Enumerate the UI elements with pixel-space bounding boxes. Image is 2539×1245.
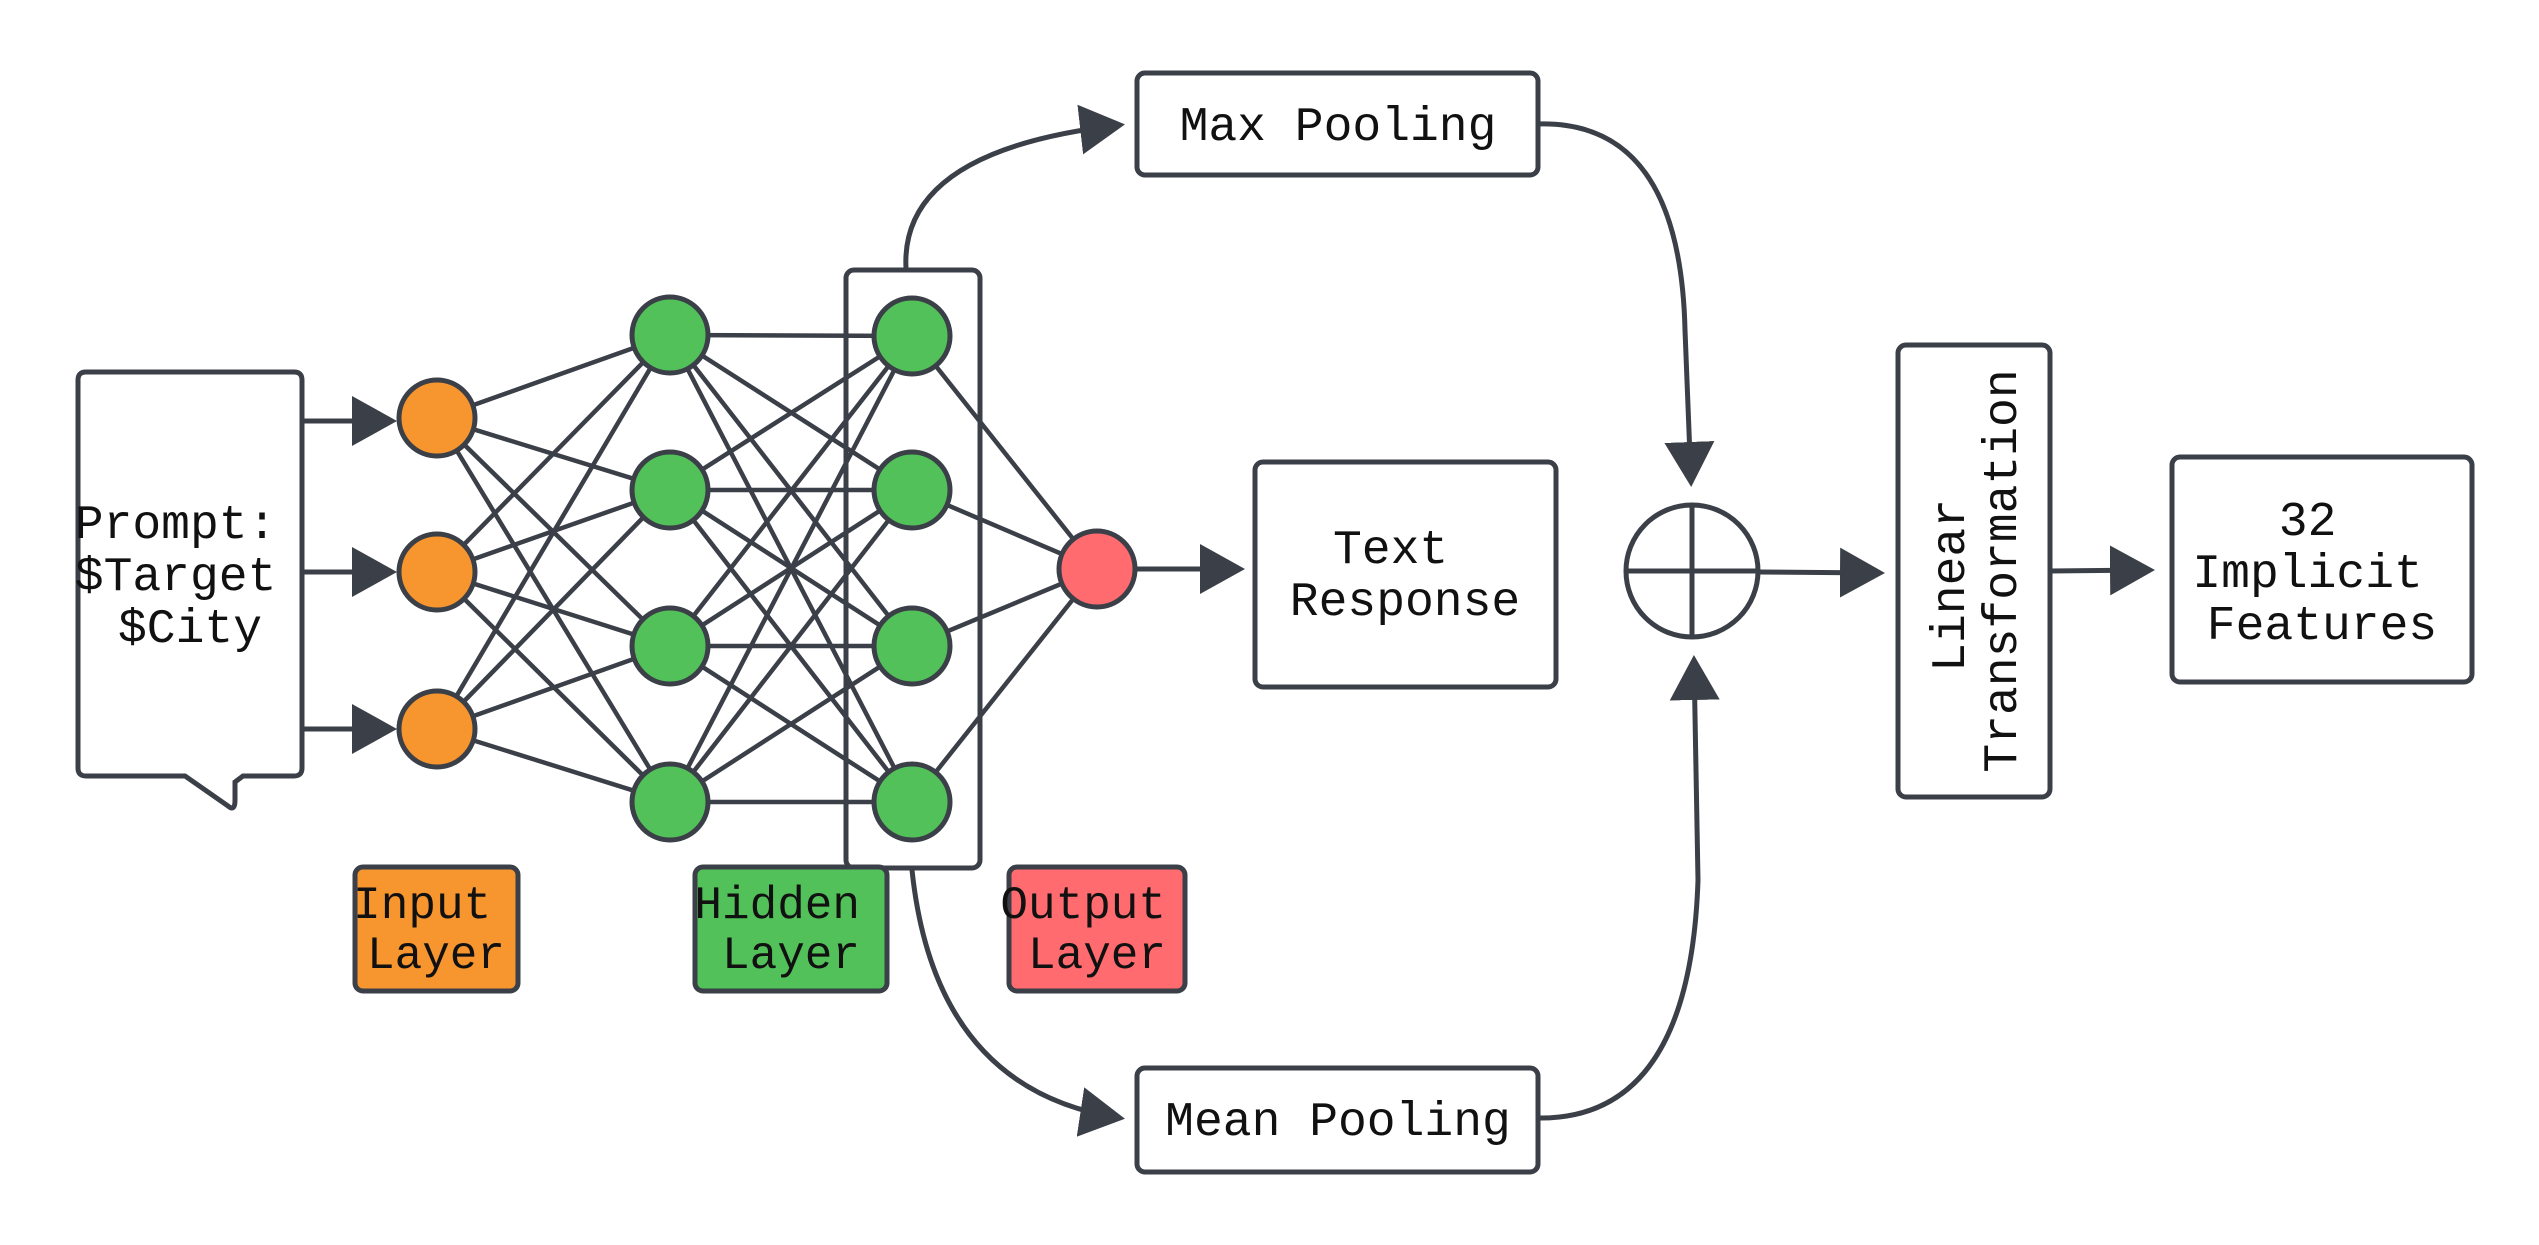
network-connection [910, 334, 1099, 571]
max-pooling-label: Max Pooling [1180, 101, 1497, 155]
legend-input-swatch [352, 864, 521, 994]
legend-input-line: Layer [367, 930, 505, 982]
speech-bubble-icon [75, 369, 305, 811]
to-max-pooling-curve [903, 104, 1125, 269]
hidden-node [629, 449, 711, 531]
linear-to-features-arrow [2049, 545, 2155, 596]
legend-input-line: Input [353, 880, 491, 932]
legend-hidden-line: Layer [722, 930, 860, 982]
input-node [396, 377, 478, 459]
svg-text:32 Implicit Featur: 32 Implicit Features [2192, 496, 2451, 654]
mean-pooling-to-sum-curve [1537, 655, 1720, 1121]
implicit-features-line: Features [2207, 600, 2437, 654]
mean-pooling-label: Mean Pooling [1165, 1096, 1511, 1150]
implicit-features-line: 32 [2279, 496, 2337, 550]
network-connection [668, 644, 914, 804]
sum-to-linear-arrow [1757, 547, 1885, 598]
network-connection [436, 726, 671, 805]
to-mean-pooling-curve [909, 869, 1125, 1137]
prompt-line: $Target [75, 551, 277, 605]
hidden-node [871, 295, 953, 377]
mean-pooling-box: Mean Pooling [1134, 1065, 1541, 1175]
network-connection [668, 334, 914, 648]
legend-hidden-line: Hidden [694, 880, 860, 932]
hidden-node [871, 449, 953, 531]
legend-output-swatch [1006, 864, 1188, 994]
linear-transformation-line: Linear [1925, 499, 1979, 672]
prompt-bubble: Prompt: $Target $City [75, 369, 305, 811]
hidden-layer-group-box [843, 267, 983, 871]
implicit-features-line: Implicit [2192, 548, 2422, 602]
network-nodes [396, 294, 1138, 843]
max-pooling-box: Max Pooling [1134, 70, 1541, 178]
circle-plus-icon [1623, 502, 1761, 640]
svg-text:Hidden Layer: Hidden Layer [694, 880, 887, 982]
svg-text:Output Layer: Output Layer [1000, 880, 1193, 982]
network-connection [435, 333, 672, 574]
max-pooling-to-sum-curve [1537, 121, 1715, 487]
svg-text:Linear Transformation: Linear Transformation [1925, 369, 2031, 772]
network-connection [435, 333, 672, 731]
implicit-features-box: 32 Implicit Features [2169, 454, 2475, 685]
text-response-box: Text Response [1252, 459, 1559, 690]
network-connections [435, 332, 1099, 805]
legend-hidden-swatch [692, 864, 890, 994]
network-connection [435, 488, 672, 731]
legend-output-line: Output [1000, 880, 1166, 932]
legend-output-layer: Output Layer [1000, 864, 1193, 994]
svg-text:Input Layer: Input Layer [353, 880, 519, 982]
svg-text:Text Response: Text Response [1290, 524, 1520, 630]
prompt-line: $City [118, 603, 262, 657]
text-response-line: Response [1290, 576, 1520, 630]
hidden-node [871, 761, 953, 843]
input-node [396, 688, 478, 770]
hidden-node [871, 605, 953, 687]
prompt-line: Prompt: [75, 499, 277, 553]
hidden-node [629, 605, 711, 687]
network-connection [668, 334, 914, 804]
input-node [396, 531, 478, 613]
hidden-node [629, 294, 711, 376]
network-connection [436, 332, 671, 421]
linear-transformation-line: Transformation [1977, 369, 2031, 772]
network-connection [668, 334, 914, 492]
legend-input-layer: Input Layer [352, 864, 521, 994]
legend-hidden-layer: Hidden Layer [692, 864, 890, 994]
hidden-node [629, 761, 711, 843]
network-connection [910, 567, 1099, 804]
prompt-to-input-arrows [302, 396, 397, 754]
output-node [1056, 528, 1138, 610]
linear-transformation-box: Linear Transformation [1895, 342, 2053, 800]
text-response-line: Text [1333, 524, 1448, 578]
svg-text:Prompt: $Target $C: Prompt: $Target $City [75, 499, 305, 657]
network-connection [436, 643, 671, 732]
legend-output-line: Layer [1028, 930, 1166, 982]
network-connection [668, 488, 914, 804]
